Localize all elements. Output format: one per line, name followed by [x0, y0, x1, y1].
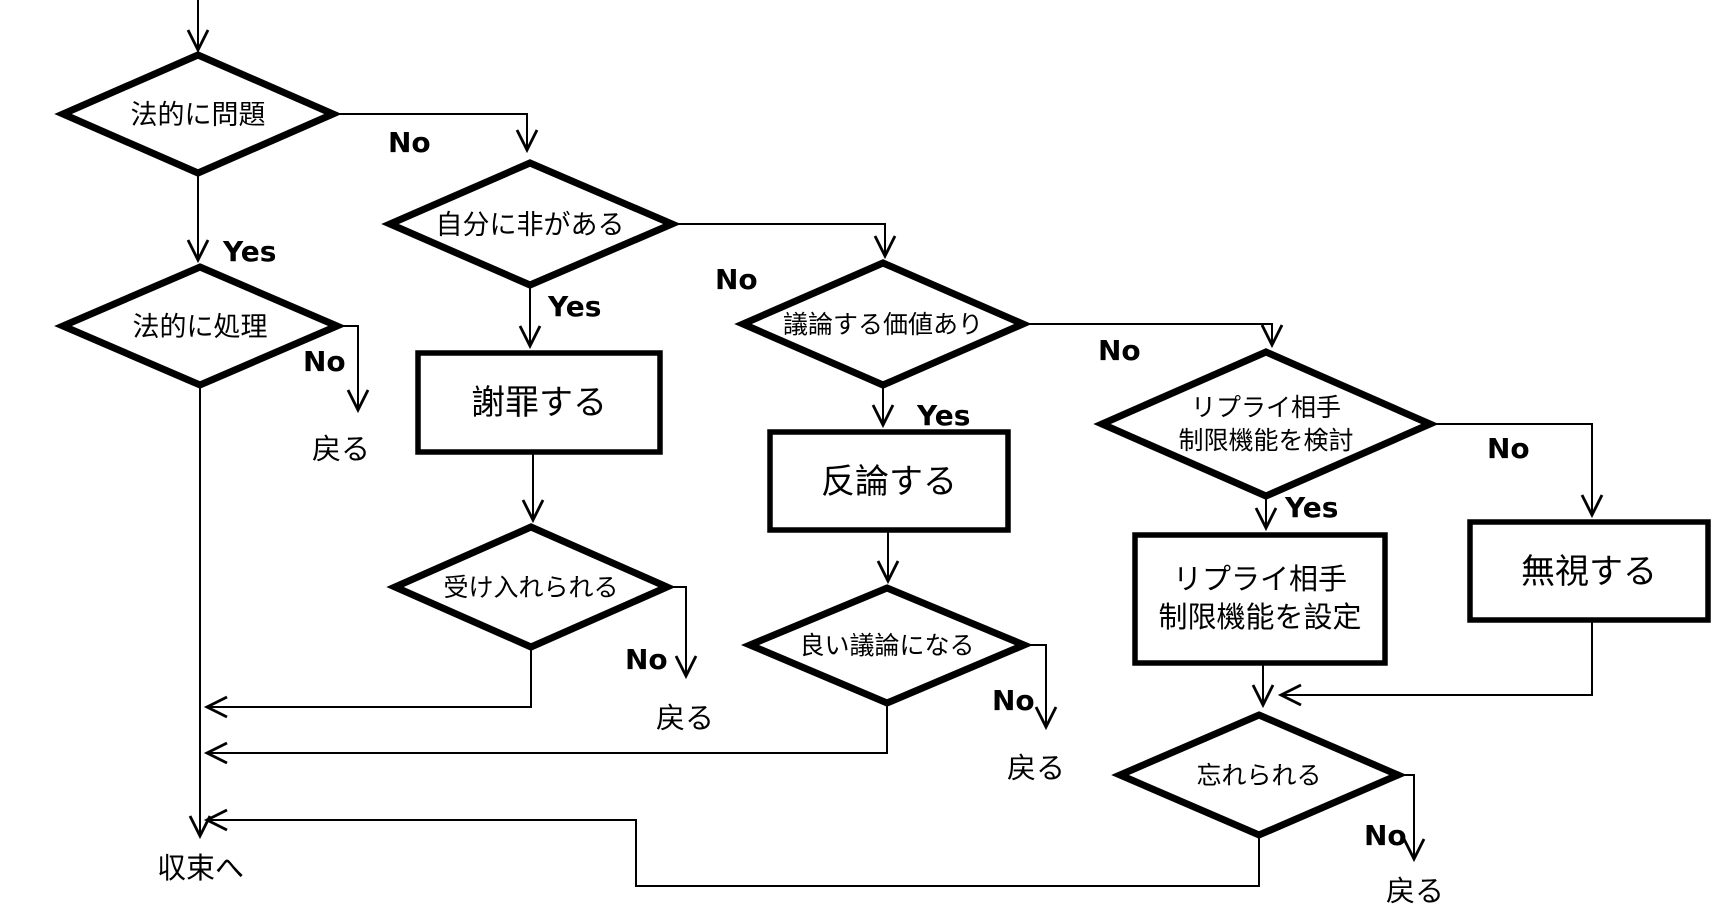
node-label: 自分に非がある: [436, 210, 625, 241]
label-yes-legal-problem: Yes: [222, 235, 276, 268]
node-label: 受け入れられる: [443, 573, 618, 602]
node-label-line1: リプライ相手: [1191, 393, 1341, 422]
label-back-forgotten: 戻る: [1386, 874, 1444, 908]
decision-shape: [386, 523, 676, 651]
node-legal-action: 法的に処理: [54, 263, 346, 389]
node-label: 議論する価値あり: [783, 310, 983, 339]
node-label-line2: 制限機能を検討: [1178, 426, 1353, 455]
label-yes-worth-discussing: Yes: [916, 399, 970, 432]
label-no-worth-discussing: No: [1098, 334, 1141, 367]
node-label: 良い議論になる: [799, 631, 974, 660]
label-back-legal-action: 戻る: [312, 432, 370, 466]
decision-shape: [740, 584, 1034, 707]
edge-own-fault-no: [672, 223, 897, 260]
edge-ignore-to-forgotten: [1277, 620, 1593, 707]
node-argue-back: 反論する: [767, 429, 1011, 533]
node-consider-reply-limit: リプライ相手 制限機能を検討: [1093, 348, 1439, 500]
decision-shape: [734, 259, 1032, 389]
node-accepted: 受け入れられる: [386, 523, 676, 651]
label-no-own-fault: No: [715, 263, 758, 296]
node-label-line1: リプライ相手: [1173, 562, 1347, 596]
label-no-consider-reply-limit: No: [1487, 432, 1530, 465]
label-no-forgotten: No: [1364, 819, 1407, 852]
node-forgotten: 忘れられる: [1111, 711, 1407, 839]
node-own-fault: 自分に非がある: [381, 159, 681, 289]
node-good-discussion: 良い議論になる: [740, 584, 1034, 707]
decision-shape: [54, 51, 342, 177]
node-set-reply-limit: リプライ相手 制限機能を設定: [1132, 532, 1388, 666]
edge-accepted-yes-to-trunk: [203, 647, 532, 719]
label-no-good-discussion: No: [992, 684, 1035, 717]
decision-shape: [54, 263, 346, 389]
edge-worth-discussing-no: [1023, 323, 1284, 349]
node-label: 法的に処理: [133, 312, 268, 343]
node-label: 忘れられる: [1196, 761, 1321, 790]
label-back-accepted: 戻る: [656, 701, 714, 735]
node-apologize: 謝罪する: [415, 350, 663, 455]
node-label: 無視する: [1521, 552, 1657, 592]
process-shape: [415, 350, 663, 455]
decision-shape: [1111, 711, 1407, 839]
edge-forgotten-yes-to-trunk: [203, 808, 1260, 887]
label-yes-own-fault: Yes: [547, 290, 601, 323]
decision-shape: [381, 159, 681, 289]
node-worth-discussing: 議論する価値あり: [734, 259, 1032, 389]
edge-accepted-no-back: [667, 586, 698, 680]
label-no-legal-action: No: [303, 345, 346, 378]
decision-shape: [1093, 348, 1439, 500]
node-label-line2: 制限機能を設定: [1158, 600, 1361, 634]
label-yes-consider-reply-limit: Yes: [1284, 491, 1338, 524]
process-shape: [767, 429, 1011, 533]
node-label: 謝罪する: [471, 383, 607, 423]
node-legal-problem: 法的に問題: [54, 51, 342, 177]
edge-consider-reply-limit-no: [1430, 423, 1604, 519]
node-label: 法的に問題: [131, 100, 266, 131]
edge-good-discussion-yes-to-trunk: [203, 703, 888, 765]
process-shape: [1467, 519, 1711, 623]
label-no-legal-problem: No: [388, 126, 431, 159]
node-label: 反論する: [821, 462, 957, 502]
label-back-good-discussion: 戻る: [1007, 751, 1065, 785]
label-converge: 収束へ: [157, 851, 244, 885]
edges: [186, 0, 1604, 887]
node-ignore: 無視する: [1467, 519, 1711, 623]
process-shape: [1132, 532, 1388, 666]
edge-legal-problem-no: [333, 113, 539, 154]
edge-labels: Yes No No 戻る Yes No No 戻る Yes No No 戻る Y…: [157, 126, 1530, 908]
label-no-accepted: No: [625, 643, 668, 676]
